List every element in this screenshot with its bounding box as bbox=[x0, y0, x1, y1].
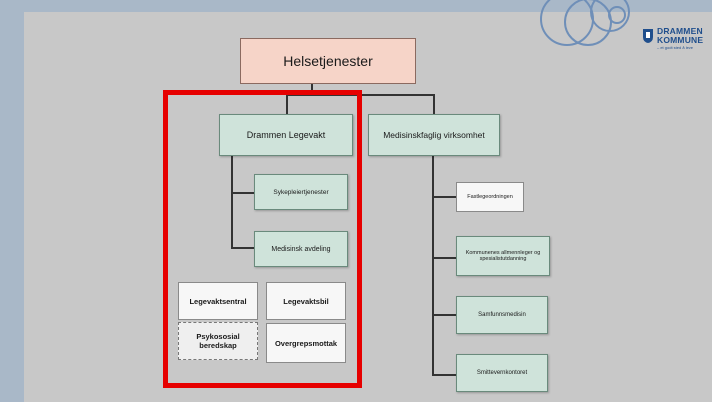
sykepleiertjenester-box: Sykepleiertjenester bbox=[254, 174, 348, 210]
drammen-kommune-logo: DRAMMEN KOMMUNE – et godt sted å leve bbox=[642, 25, 712, 53]
ring-decoration bbox=[590, 0, 630, 32]
highlight-frame bbox=[163, 90, 362, 388]
medisinsk-avdeling-label: Medisinsk avdeling bbox=[271, 245, 331, 253]
connector-line bbox=[432, 257, 456, 259]
psykososial-beredskap-box: Psykososial beredskap bbox=[178, 322, 258, 360]
legevaktsentral-label: Legevaktsentral bbox=[189, 296, 247, 306]
connector-line bbox=[311, 83, 313, 95]
sykepleiertjenester-label: Sykepleiertjenester bbox=[273, 188, 329, 196]
samfunnsmedisin-box: Samfunnsmedisin bbox=[456, 296, 548, 334]
coat-of-arms-icon bbox=[643, 29, 653, 43]
legevaktsentral-box: Legevaktsentral bbox=[178, 282, 258, 320]
org-root-label: Helsetjenester bbox=[283, 53, 373, 69]
org-chart-slide: DRAMMEN KOMMUNE – et godt sted å leve He… bbox=[24, 0, 712, 402]
connector-line bbox=[432, 156, 434, 375]
allmennleger-label: Kommunenes allmennleger og spesialistutd… bbox=[465, 250, 541, 262]
medisinsk-avdeling-box: Medisinsk avdeling bbox=[254, 231, 348, 267]
legevaktsbil-label: Legevaktsbil bbox=[283, 296, 329, 306]
connector-line bbox=[432, 196, 456, 198]
medisinskfaglig-label: Medisinskfaglig virksomhet bbox=[383, 130, 485, 140]
medisinskfaglig-box: Medisinskfaglig virksomhet bbox=[368, 114, 500, 156]
psykososial-beredskap-label: Psykososial beredskap bbox=[196, 332, 240, 350]
ring-decoration bbox=[608, 6, 626, 24]
drammen-legevakt-label: Drammen Legevakt bbox=[246, 130, 326, 140]
legevaktsbil-box: Legevaktsbil bbox=[266, 282, 346, 320]
org-root-box: Helsetjenester bbox=[240, 38, 416, 84]
connector-line bbox=[286, 94, 288, 114]
samfunnsmedisin-label: Samfunnsmedisin bbox=[478, 312, 526, 318]
connector-line bbox=[433, 94, 435, 114]
drammen-legevakt-box: Drammen Legevakt bbox=[219, 114, 353, 156]
connector-line bbox=[231, 156, 233, 248]
allmennleger-box: Kommunenes allmennleger og spesialistutd… bbox=[456, 236, 550, 276]
smittevernkontoret-box: Smittevernkontoret bbox=[456, 354, 548, 392]
fastlegeordningen-box: Fastlegeordningen bbox=[456, 182, 524, 212]
logo-name-line1: DRAMMEN bbox=[657, 26, 703, 36]
logo-tagline: – et godt sted å leve bbox=[657, 45, 694, 50]
connector-line bbox=[231, 247, 254, 249]
connector-line bbox=[432, 374, 456, 376]
connector-line bbox=[432, 314, 456, 316]
smittevernkontoret-label: Smittevernkontoret bbox=[476, 370, 528, 376]
overgrepsmottak-box: Overgrepsmottak bbox=[266, 323, 346, 363]
fastlegeordningen-label: Fastlegeordningen bbox=[467, 194, 513, 200]
logo-name-line2: KOMMUNE bbox=[657, 35, 704, 45]
connector-line bbox=[231, 192, 254, 194]
overgrepsmottak-label: Overgrepsmottak bbox=[274, 338, 338, 348]
